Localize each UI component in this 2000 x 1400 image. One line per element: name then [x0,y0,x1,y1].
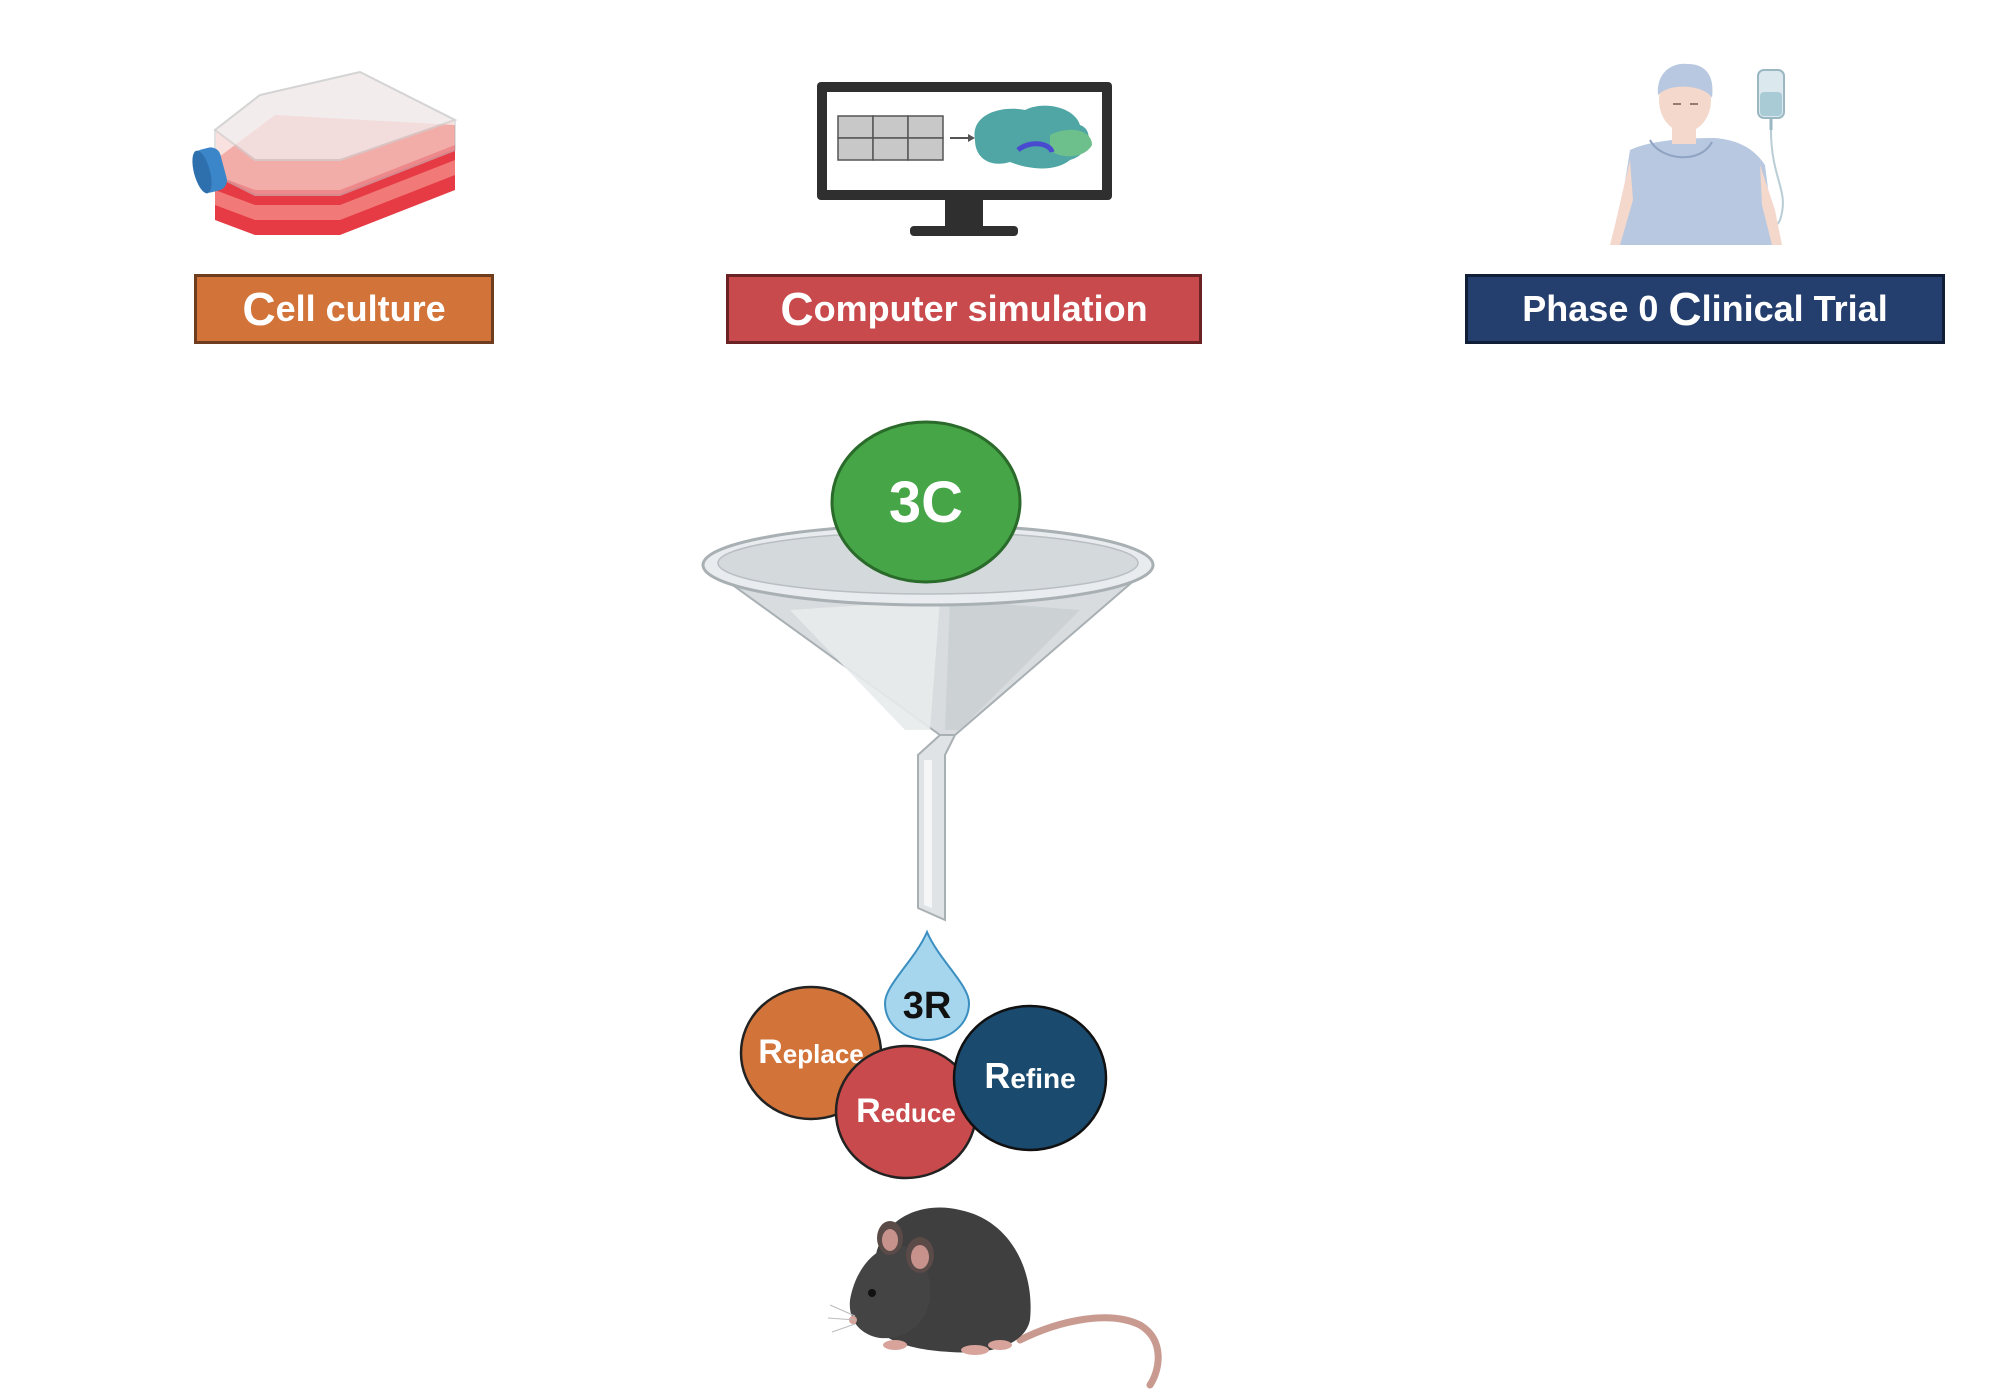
computer-simulation-rest: omputer simulation [813,288,1148,329]
refine-first: R [984,1055,1010,1096]
circle-reduce: Reduce [834,1044,978,1180]
funnel-icon [701,523,1155,922]
patient-iv-drip-icon [1610,63,1785,245]
replace-first: R [758,1033,783,1071]
replace-rest: eplace [783,1039,864,1069]
water-drop-icon: 3R [883,929,971,1042]
phase0-first: C [1668,283,1702,335]
phase0-rest: linical Trial [1701,288,1888,329]
refine-rest: efine [1010,1063,1075,1094]
computer-monitor-icon [817,82,1112,236]
computer-simulation-first: C [780,283,814,335]
cell-culture-first: C [242,283,276,335]
circle-refine: Refine [952,1004,1108,1152]
phase0-pre: Phase 0 [1522,288,1669,329]
cell-culture-rest: ell culture [275,288,446,329]
mouse-icon [827,1207,1162,1389]
reduce-rest: educe [881,1098,956,1128]
reduce-label: Reduce [856,1092,956,1130]
replace-label: Replace [758,1033,864,1071]
badge-3c: 3C [830,420,1022,584]
badge-3c-label: 3C [889,470,963,535]
drop-3r-label: 3R [903,985,952,1027]
refine-label: Refine [984,1055,1075,1096]
cell-culture-flask-icon [192,70,458,235]
reduce-first: R [856,1092,881,1130]
